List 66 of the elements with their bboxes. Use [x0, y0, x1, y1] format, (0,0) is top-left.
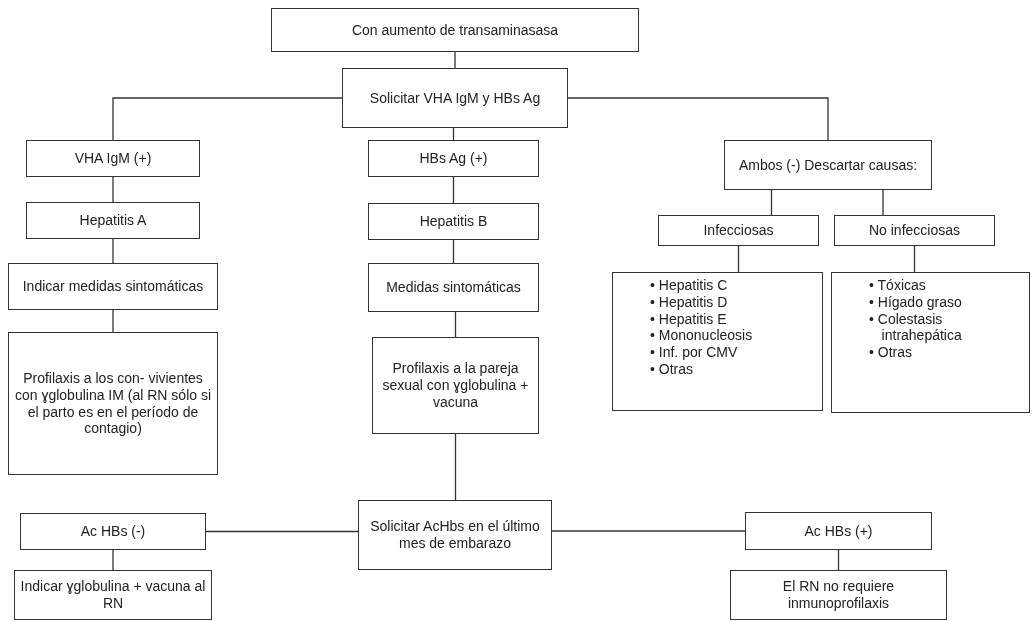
connector-line — [112, 309, 114, 333]
box-text: Ac HBs (-) — [80, 523, 146, 540]
connector-line — [454, 433, 457, 501]
box-text: Profilaxis a los con- vivientes con ɣglobulina IM (al RN sólo si el parto es en el período de contagio) — [13, 369, 213, 438]
connector-line — [567, 97, 829, 141]
process-box — [658, 215, 819, 246]
box-text: Indicar medidas sintomáticas — [22, 278, 204, 295]
box-text: HBs Ag (+) — [419, 150, 488, 167]
process-box — [8, 263, 218, 310]
process-box — [368, 263, 539, 312]
box-text: No infecciosas — [868, 222, 960, 239]
process-box — [271, 8, 639, 52]
box-text: Hepatitis A — [79, 212, 147, 229]
box-text: Ambos (-) Descartar causas: — [738, 156, 918, 174]
list-item: • Inf. por CMV — [649, 344, 739, 361]
process-box — [368, 203, 539, 240]
connector-line — [770, 189, 773, 216]
list-item: • Hepatitis E — [649, 310, 728, 328]
process-box — [368, 140, 539, 177]
process-box — [26, 202, 200, 239]
connector-line — [737, 245, 740, 273]
box-text: Profilaxis a la pareja sexual con ɣglobulina + vacuna — [381, 360, 530, 411]
box-text: Indicar ɣglobulina + vacuna al RN — [19, 578, 207, 612]
process-box — [745, 512, 932, 550]
box-text: Infecciosas — [703, 222, 774, 239]
list-item: • Otras — [649, 361, 695, 378]
box-text: Solicitar AcHbs en el último mes de embarazo — [369, 518, 541, 552]
list-item: • Mononucleosis — [649, 327, 754, 345]
list-item: • Hígado graso — [868, 293, 963, 311]
connector-line — [112, 238, 114, 264]
list-item: • Hepatitis D — [649, 293, 729, 311]
process-box — [20, 513, 206, 550]
connector-line — [551, 530, 746, 532]
process-box — [834, 215, 995, 246]
process-box — [730, 570, 947, 620]
box-text: Con aumento de transaminasasa — [351, 21, 559, 39]
box-text: Ac HBs (+) — [804, 522, 873, 540]
connector-line — [452, 176, 455, 204]
box-text: Medidas sintomáticas — [386, 279, 521, 296]
box-text: Solicitar VHA IgM y HBs Ag — [369, 89, 541, 107]
process-box — [26, 140, 200, 177]
list-item: • Hepatitis C — [649, 277, 729, 294]
list-item: • Otras — [868, 344, 914, 361]
connector-line — [112, 176, 114, 203]
connector-line — [112, 97, 343, 141]
process-box — [372, 337, 539, 434]
box-text: VHA IgM (+) — [74, 150, 152, 167]
connector-line — [882, 189, 884, 216]
process-box — [342, 68, 568, 128]
process-box — [612, 272, 823, 411]
box-text: Hepatitis B — [419, 213, 488, 230]
process-box — [8, 332, 218, 475]
process-box — [831, 272, 1030, 413]
connector-line — [913, 245, 916, 273]
connector-line — [837, 549, 840, 571]
connector-line — [112, 549, 114, 571]
box-text: El RN no requiere inmunoprofilaxis — [781, 578, 896, 612]
process-box — [14, 570, 212, 620]
connector-line — [205, 530, 359, 533]
list-item: • Tóxicas — [868, 277, 927, 294]
list-item: • Colestasis intrahepática — [868, 310, 963, 345]
connector-line — [454, 311, 457, 338]
process-box — [358, 500, 552, 570]
process-box — [724, 140, 932, 190]
connector-line — [452, 239, 455, 264]
connector-line — [454, 51, 456, 69]
